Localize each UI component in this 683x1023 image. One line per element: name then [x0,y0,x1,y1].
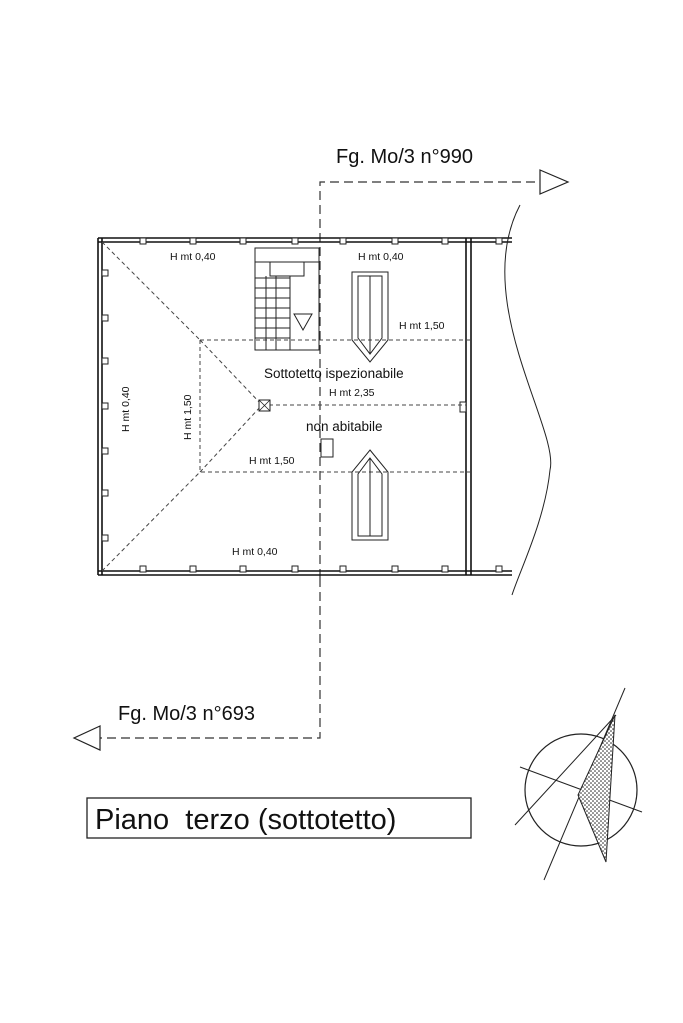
height-label-inner-vertical: H mt 1,50 [182,394,194,440]
chimney-icon [320,438,334,458]
roof-lines [101,241,470,572]
section-arrow-right-icon [539,169,570,195]
section-arrow-left-icon [72,725,101,751]
skylight-top [351,271,389,363]
height-label-lower-center: H mt 1,50 [249,455,295,467]
height-label-right-upper: H mt 1,50 [399,320,445,332]
height-label-top-right: H mt 0,40 [358,251,404,263]
height-label-center: H mt 2,35 [329,387,375,399]
section-ref-top: Fg. Mo/3 n°990 [336,146,473,168]
section-ref-bottom: Fg. Mo/3 n°693 [118,703,255,725]
room-label-line1: Sottotetto ispezionabile [264,366,404,381]
height-label-left-vertical: H mt 0,40 [120,386,132,432]
skylight-bottom [351,449,389,541]
section-line-top [319,169,570,578]
outer-walls [97,237,512,576]
height-label-top-left: H mt 0,40 [170,251,216,263]
stair-direction-arrow-icon [293,313,313,332]
wall-markers [101,237,503,573]
staircase [254,247,320,351]
section-line-bottom [72,578,321,751]
north-arrow-icon [514,687,643,881]
height-label-bottom: H mt 0,40 [232,546,278,558]
title-box [86,797,472,839]
break-line [504,204,552,596]
room-label-line2: non abitabile [306,419,383,434]
plan-title: Piano terzo (sottotetto) [95,804,396,836]
